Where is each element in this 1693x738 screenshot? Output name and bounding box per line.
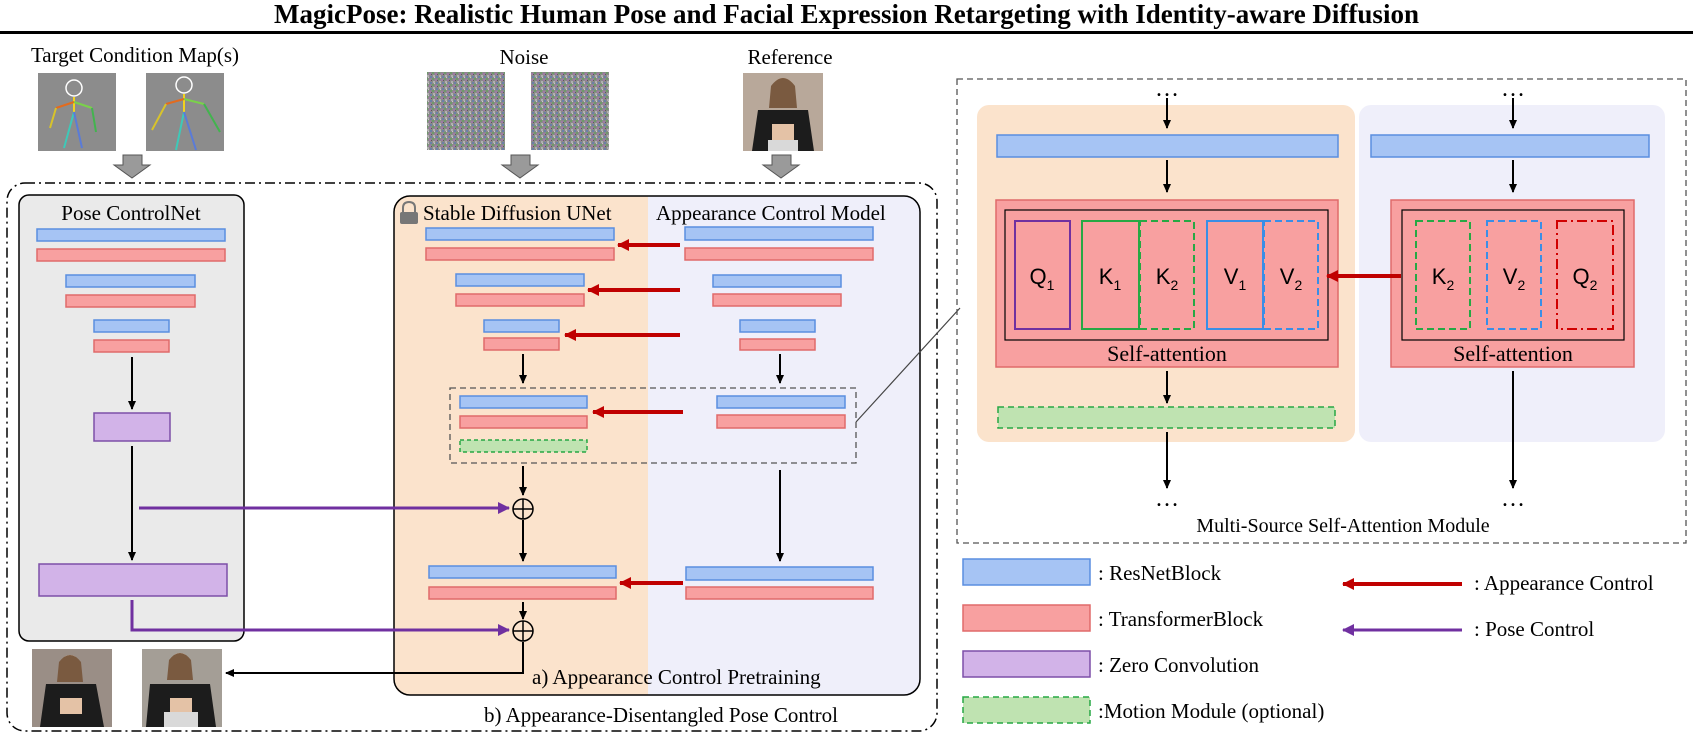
add-operator-icon [512,498,534,520]
att-unet-transformer [995,199,1339,368]
token-v2 [1263,220,1319,330]
legend-zero-conv-label: : Zero Convolution [1098,653,1259,677]
token-q1 [1014,220,1071,330]
token-k2-ref-label: K2 [1432,264,1455,293]
noise-image-1 [427,72,505,150]
reference-image [743,73,823,151]
token-v2-label: V2 [1280,264,1303,293]
pcn-transformer-block [36,248,226,262]
add-operator-icon [512,620,534,642]
unet-mid-transformer-block [459,415,588,429]
unet-mid-resnet-block [459,395,588,409]
unet-transformer-block [425,247,615,261]
app-up-transformer-block [685,586,874,600]
output-image-2 [142,649,222,727]
attention-block-selection [449,387,857,464]
pose-control-arrow [130,600,510,636]
app-transformer-block [684,247,874,261]
title-rule [0,31,1693,34]
unet-transformer-block [455,293,585,307]
condition-map-1 [38,73,116,151]
legend-pose-label: : Pose Control [1474,617,1594,641]
attention-module-title: Multi-Source Self-Attention Module [1196,515,1489,537]
unet-up-transformer-block [428,586,617,600]
token-k1-label: K1 [1099,264,1122,293]
app-resnet-block [712,274,842,288]
noise-image-2 [531,72,609,150]
noise-label: Noise [500,45,549,69]
unet-resnet-block [425,227,615,241]
bottom-ellipsis-left: … [1155,486,1179,512]
caption-b: b) Appearance-Disentangled Pose Control [484,703,838,727]
att-motion-module [997,406,1336,429]
att-ref-transformer [1390,199,1635,368]
unet-resnet-block [483,319,560,333]
legend-resnet-label: : ResNetBlock [1098,561,1222,585]
self-attention-left-label: Self-attention [1107,341,1227,366]
attention-module-frame [956,78,1687,544]
token-k2-label: K2 [1156,264,1179,293]
legend-transformer-swatch [962,604,1091,632]
pcn-transformer-block [93,339,170,353]
unet-mid-motion-module [459,439,588,453]
app-resnet-block [684,226,874,241]
pcn-resnet-block [36,228,226,242]
pcn-transformer-block [65,294,196,308]
reference-label: Reference [747,45,832,69]
token-q1-label: Q1 [1030,264,1055,293]
output-image-1 [32,649,112,727]
att-unet-resnet-block [996,134,1339,158]
legend-resnet-swatch [962,558,1091,586]
att-ref-inner [1401,209,1625,341]
token-v2-ref-label: V2 [1503,264,1526,293]
token-k2-ref [1415,220,1471,330]
app-mid-resnet-block [716,395,846,409]
token-q2-ref [1556,220,1614,330]
pcn-zero-conv-small [93,412,171,442]
condition-down-arrow [112,154,152,179]
noise-down-arrow [500,154,540,179]
figure-title: MagicPose: Realistic Human Pose and Faci… [274,0,1419,29]
pose-controlnet-title: Pose ControlNet [61,201,201,225]
unet-transformer-block [483,337,560,351]
unet-resnet-block [455,273,585,287]
output-arrow [225,642,524,677]
caption-a: a) Appearance Control Pretraining [532,665,821,689]
legend-motion-swatch [962,696,1091,724]
att-ref-resnet-block [1370,134,1650,158]
pcn-resnet-block [93,319,170,333]
top-ellipsis-right: … [1501,76,1525,102]
sd-unet-title: Stable Diffusion UNet [423,201,612,225]
reference-down-arrow [761,154,801,179]
app-transformer-block [739,338,816,351]
pcn-resnet-block [65,274,196,288]
pcn-zero-conv-large [38,563,228,597]
app-up-resnet-block [685,566,874,581]
token-v1-label: V1 [1224,264,1247,293]
token-v2-ref [1486,220,1542,330]
condition-map-2 [146,73,224,151]
top-ellipsis-left: … [1155,76,1179,102]
app-resnet-block [739,319,816,333]
bottom-ellipsis-right: … [1501,486,1525,512]
legend-zero-conv-swatch [962,650,1091,678]
token-k2 [1139,220,1195,330]
app-transformer-block [712,293,842,307]
legend-transformer-label: : TransformerBlock [1098,607,1264,631]
legend-appearance-label: : Appearance Control [1474,571,1654,595]
target-condition-label: Target Condition Map(s) [31,43,239,67]
unet-up-resnet-block [428,565,617,579]
legend-motion-label: :Motion Module (optional) [1098,699,1324,723]
pose-control-boundary [6,182,938,732]
appearance-model-title: Appearance Control Model [656,201,886,225]
token-q2-ref-label: Q2 [1573,264,1598,293]
zoom-connector [855,307,961,423]
lock-icon [400,200,418,224]
self-attention-right-label: Self-attention [1453,341,1573,366]
app-mid-transformer-block [716,414,846,429]
